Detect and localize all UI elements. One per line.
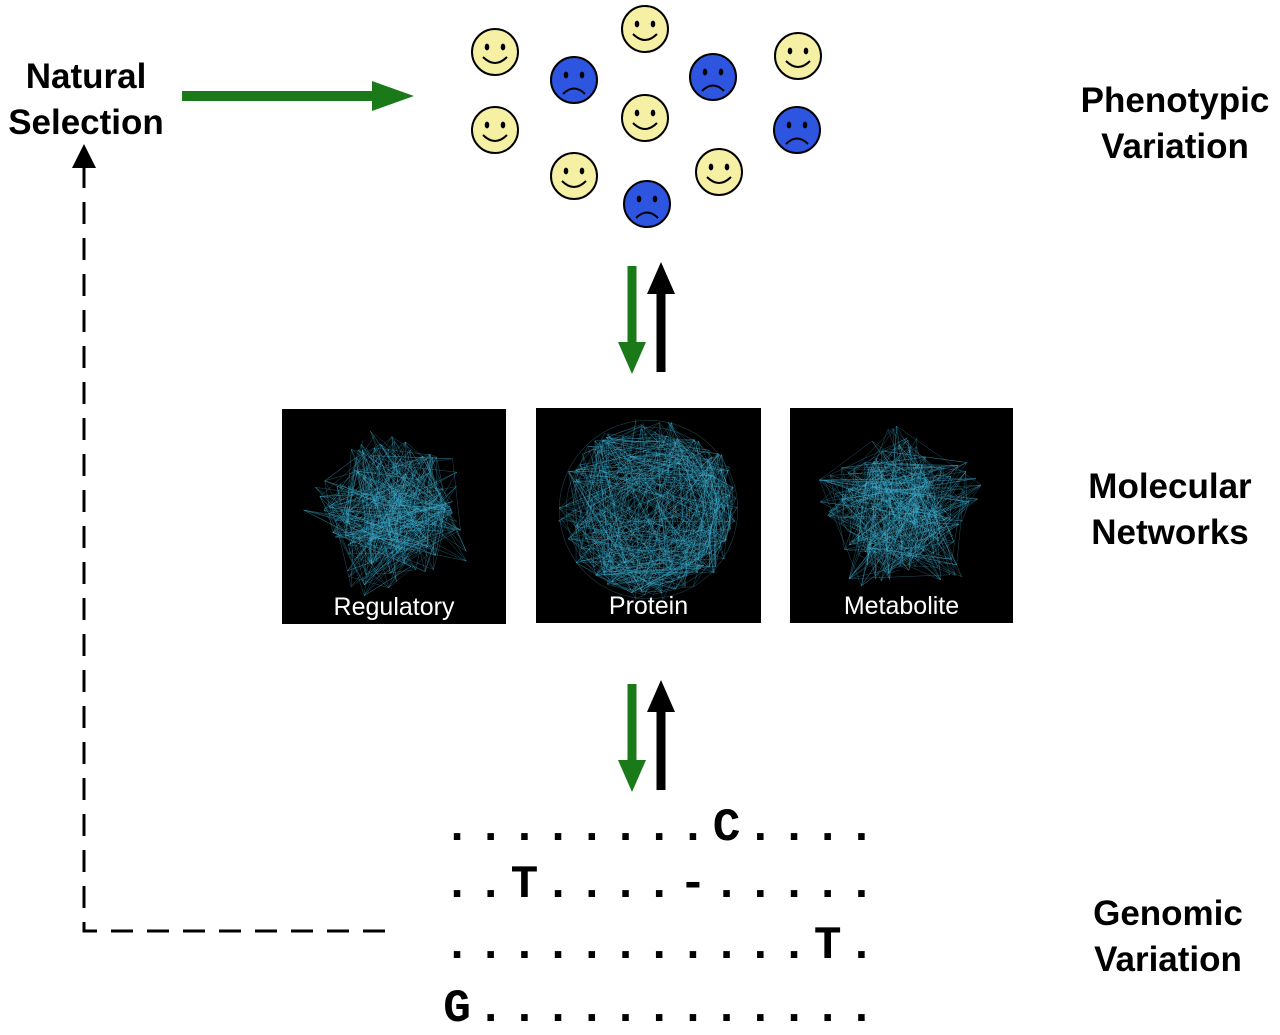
sequence-dot: .	[510, 983, 539, 1035]
sequence-dot: .	[813, 859, 842, 911]
sequence-dot: .	[645, 983, 673, 1035]
happy-face-icon	[695, 148, 743, 196]
sequence-dot: .	[847, 920, 876, 972]
sequence-dot: .	[544, 983, 572, 1035]
molecular-networks-label: Molecular Networks	[1068, 464, 1272, 556]
sad-face-icon	[550, 56, 598, 104]
sequence-dot: .	[611, 802, 640, 854]
molecular-networks-line-2: Networks	[1091, 513, 1249, 552]
molecular-networks-line-1: Molecular	[1088, 467, 1252, 506]
sequence-variant: T	[510, 859, 539, 911]
sad-face-icon	[623, 180, 671, 228]
sequence-dot: .	[780, 802, 808, 854]
sequence-dot: .	[510, 802, 539, 854]
happy-face-icon	[621, 5, 669, 53]
sequence-variant: T	[813, 920, 842, 972]
sequence-variant: -	[679, 859, 707, 911]
sequence-dot: .	[847, 802, 876, 854]
sequence-dot: .	[746, 859, 775, 911]
sequence-dot: .	[443, 920, 471, 972]
feedback-dashed-path	[72, 144, 385, 933]
network-panel-protein: Protein	[536, 408, 761, 623]
phenotype-faces	[471, 5, 822, 228]
natural-selection-line-1: Natural	[25, 57, 147, 96]
sequence-dot: .	[577, 920, 606, 972]
sequence-dot: .	[544, 859, 572, 911]
network-label-regulatory: Regulatory	[333, 593, 455, 621]
sequence-dot: .	[712, 983, 741, 1035]
sequence-dot: .	[780, 920, 808, 972]
sequence-dot: .	[746, 920, 775, 972]
phenotypic-variation-line-1: Phenotypic	[1080, 81, 1270, 120]
sequence-dot: .	[712, 920, 741, 972]
sequence-dot: .	[746, 802, 775, 854]
phenotypic-variation-line-2: Variation	[1101, 127, 1249, 166]
happy-face-icon	[550, 152, 598, 200]
sequence-dot: .	[476, 920, 505, 972]
sequence-dot: .	[847, 983, 876, 1035]
sad-face-icon	[689, 53, 737, 101]
sequence-dot: .	[679, 920, 707, 972]
sequence-dot: .	[847, 859, 876, 911]
sequence-dot: .	[577, 983, 606, 1035]
arrow-pair-lower	[618, 680, 675, 792]
arrow-pair-upper	[618, 262, 675, 374]
metabolite-network-graph	[819, 425, 982, 587]
network-label-metabolite: Metabolite	[843, 592, 960, 620]
sequence-dot: .	[712, 859, 741, 911]
happy-face-icon	[774, 32, 822, 80]
happy-face-icon	[471, 28, 519, 76]
sequence-dot: .	[679, 983, 707, 1035]
sequence-variant: C	[712, 802, 741, 854]
sequence-dot: .	[813, 802, 842, 854]
sequence-dot: .	[780, 983, 808, 1035]
sequence-dot: .	[611, 859, 640, 911]
selection-arrow	[182, 81, 414, 111]
genomic-variation-label: Genomic Variation	[1068, 891, 1268, 983]
genomic-variation-line-1: Genomic	[1093, 894, 1243, 933]
sequence-dot: .	[476, 859, 505, 911]
sequence-dot: .	[645, 802, 673, 854]
happy-face-icon	[621, 94, 669, 142]
network-label-protein: Protein	[608, 592, 689, 620]
sequence-dot: .	[813, 983, 842, 1035]
natural-selection-line-2: Selection	[8, 103, 164, 142]
sequence-variant: G	[443, 983, 471, 1035]
sequence-dot: .	[611, 920, 640, 972]
sequence-dot: .	[645, 859, 673, 911]
happy-face-icon	[471, 106, 519, 154]
network-panel-regulatory: Regulatory	[282, 409, 506, 624]
sequence-dot: .	[443, 859, 471, 911]
regulatory-network-graph	[303, 430, 467, 596]
sequence-dot: .	[544, 920, 572, 972]
sequence-dot: .	[746, 983, 775, 1035]
sequence-dot: .	[645, 920, 673, 972]
sequence-dot: .	[510, 920, 539, 972]
sequence-dot: .	[611, 983, 640, 1035]
genomic-variation-line-2: Variation	[1094, 940, 1242, 979]
natural-selection-label: Natural Selection	[0, 54, 172, 146]
sequence-dot: .	[679, 802, 707, 854]
sequence-dot: .	[443, 802, 471, 854]
sequence-dot: .	[476, 802, 505, 854]
sequence-dot: .	[476, 983, 505, 1035]
phenotypic-variation-label: Phenotypic Variation	[1070, 78, 1280, 170]
sequence-dot: .	[780, 859, 808, 911]
sequence-dot: .	[577, 859, 606, 911]
protein-network-graph	[558, 419, 739, 600]
sequence-dot: .	[577, 802, 606, 854]
sequence-dot: .	[544, 802, 572, 854]
network-panel-metabolite: Metabolite	[790, 408, 1013, 623]
sad-face-icon	[773, 106, 821, 154]
